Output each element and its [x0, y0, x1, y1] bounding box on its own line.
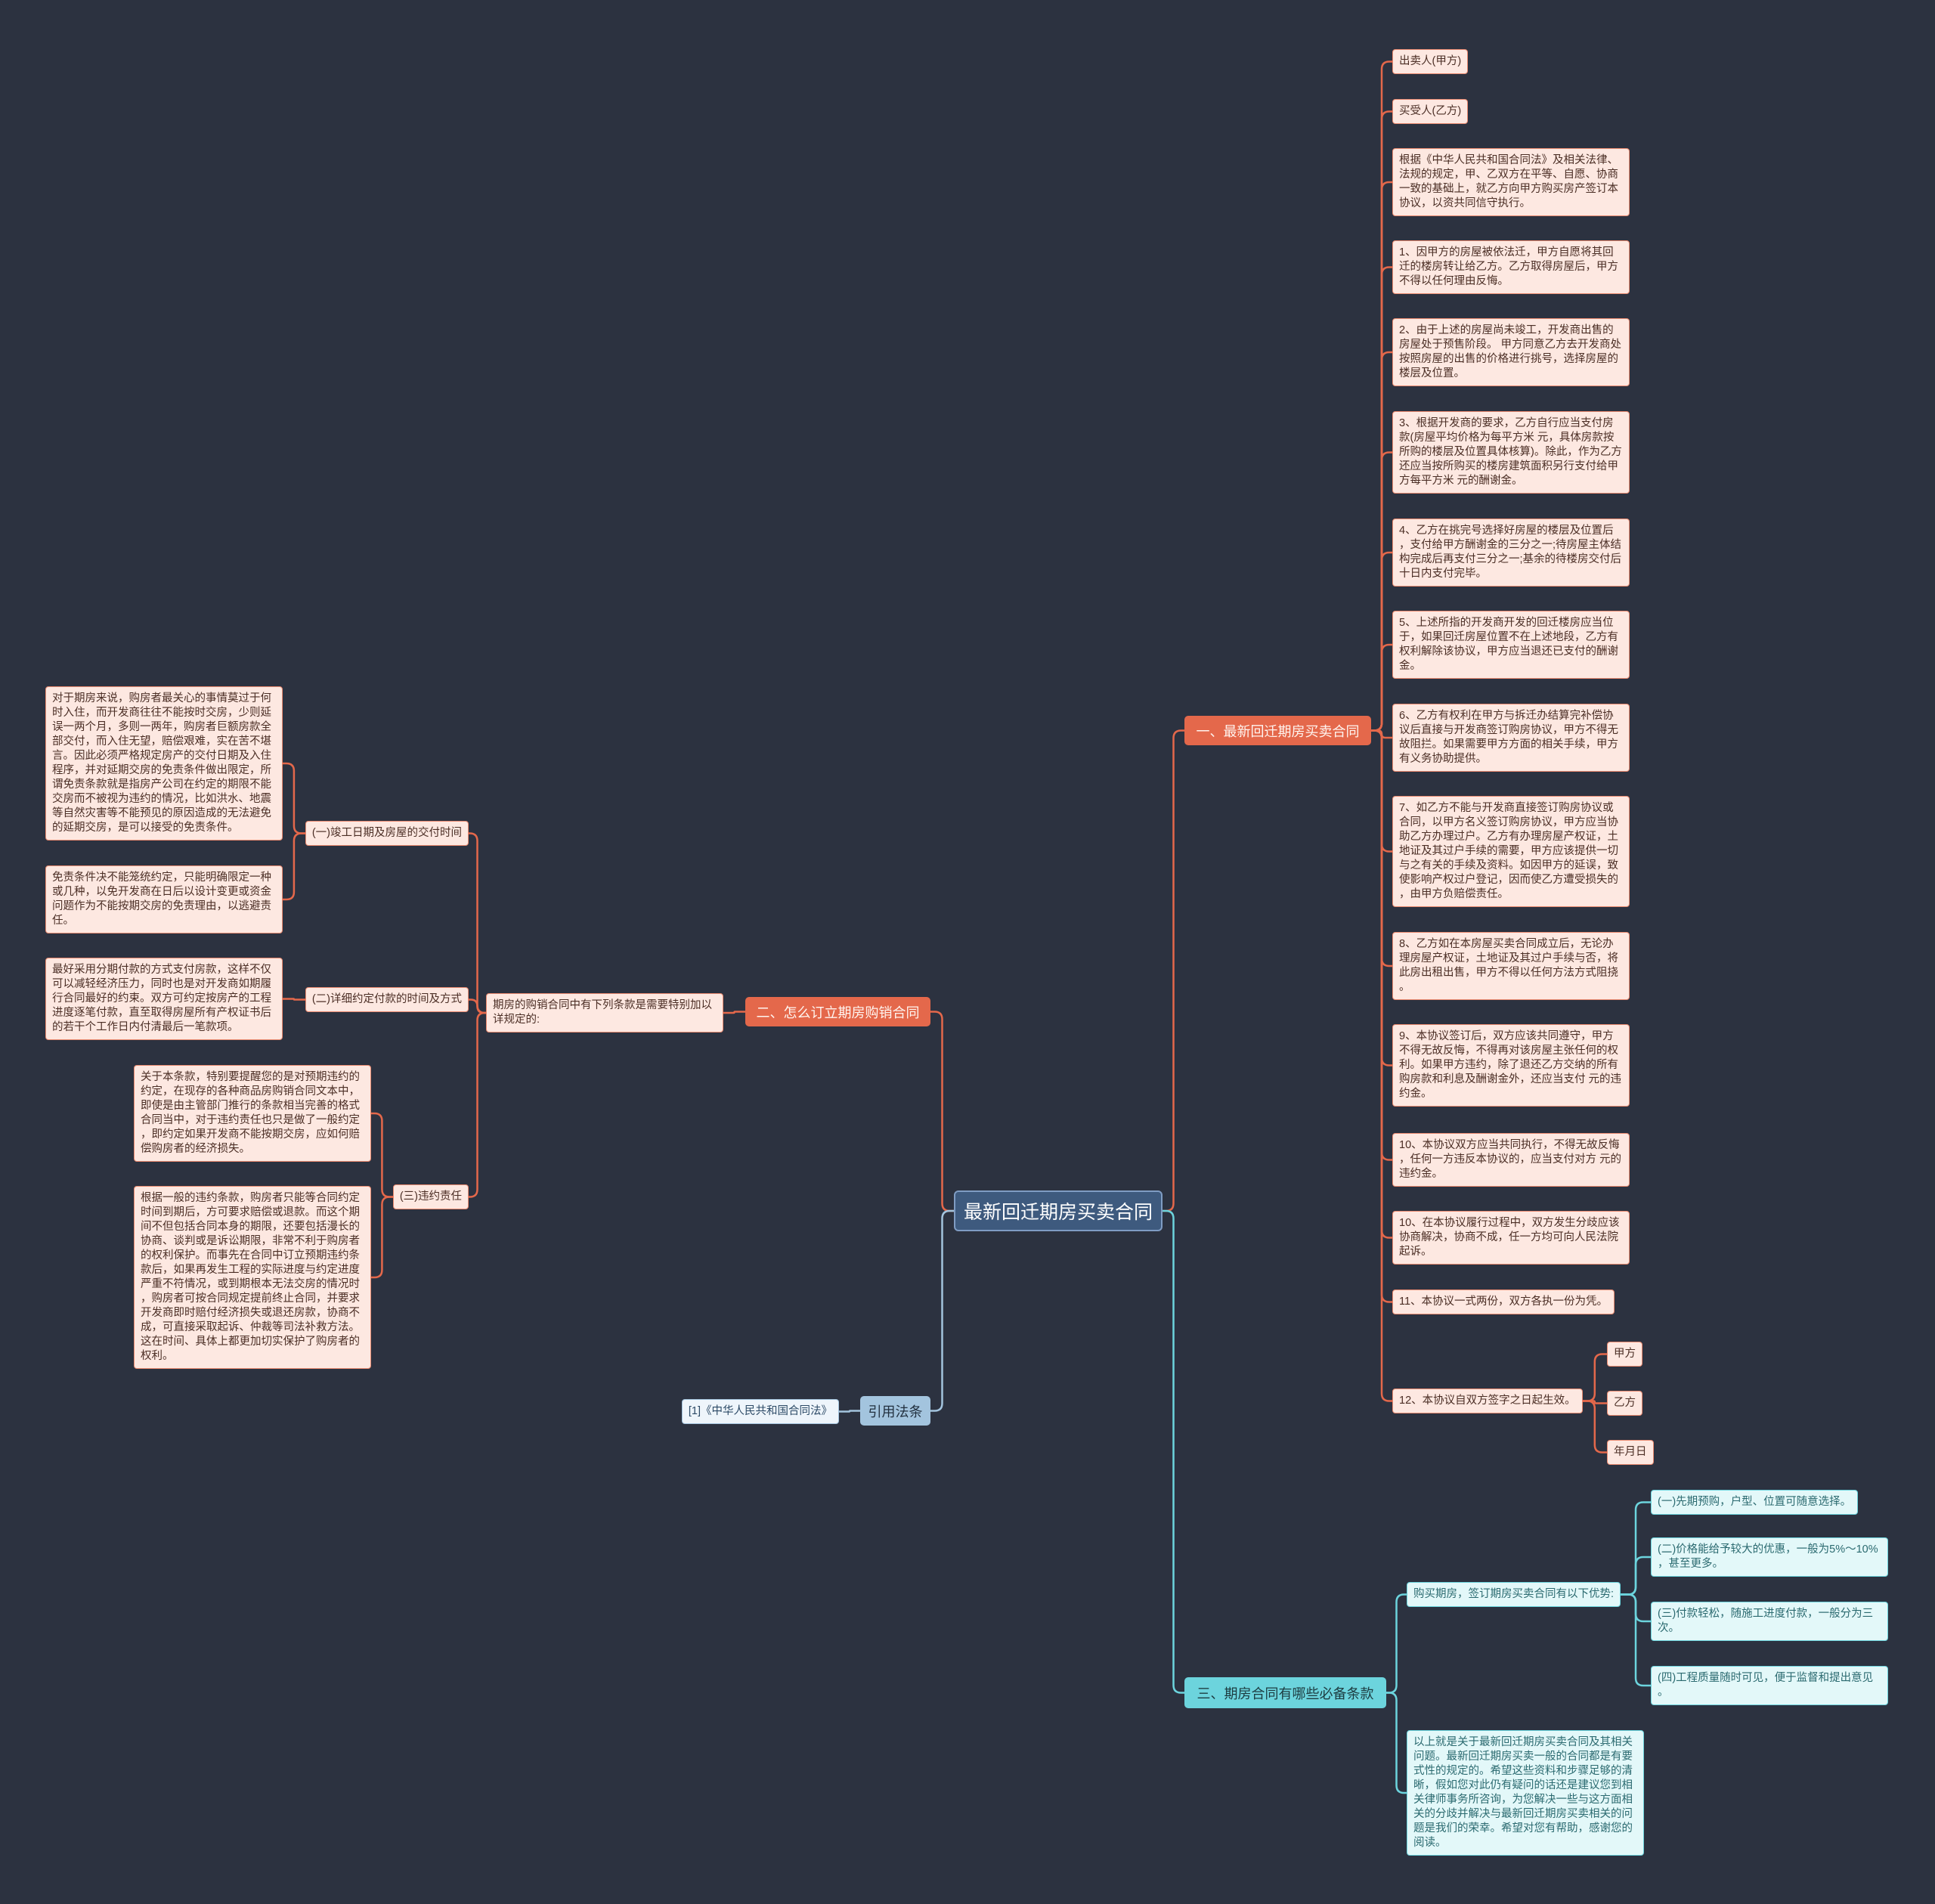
clause-4-node: 4、乙方在挑完号选择好房屋的楼层及位置后，支付给甲方酬谢金的三分之一;待房屋主体…: [1392, 519, 1630, 587]
clause-12-node: 12、本协议自双方签字之日起生效。: [1392, 1389, 1583, 1413]
advantage-2-node: (二)价格能给予较大的优惠，一般为5%～10%，甚至更多。: [1651, 1537, 1888, 1577]
connector-line: [281, 762, 307, 834]
preamble-node: 根据《中华人民共和国合同法》及相关法律、法规的规定，甲、乙双方在平等、自愿、协商…: [1392, 148, 1630, 216]
connector-line: [1619, 1593, 1652, 1687]
advantage-3-node: (三)付款轻松，随施工进度付款，一般分为三次。: [1651, 1602, 1888, 1641]
payment-terms-node: (二)详细约定付款的时间及方式: [305, 987, 469, 1012]
buyer-node: 买受人(乙方): [1392, 99, 1469, 124]
connector-line: [1385, 1692, 1408, 1794]
delivery-date-node: (一)竣工日期及房屋的交付时间: [305, 821, 469, 846]
connector-line: [1370, 729, 1394, 1402]
clause-3-node: 3、根据开发商的要求，乙方自行应当支付房款(房屋平均价格为每平方米 元，具体房款…: [1392, 411, 1630, 494]
signature-party-b-node: 乙方: [1607, 1391, 1642, 1416]
clause-1-node: 1、因甲方的房屋被依法迁，甲方自愿将其回迁的楼房转让给乙方。乙方取得房屋后，甲方…: [1392, 240, 1630, 294]
branch-topic-contract: 一、最新回迁期房买卖合同: [1184, 716, 1371, 745]
branch-topic-how-to-sign: 二、怎么订立期房购销合同: [745, 997, 930, 1026]
connector-line: [281, 832, 307, 901]
branch-topic-citation: 引用法条: [860, 1396, 930, 1426]
clause-9-node: 9、本协议签订后，双方应该共同遵守，甲方不得无故反悔，不得再对该房屋主张任何的权…: [1392, 1024, 1630, 1107]
clause-8-node: 8、乙方如在本房屋买卖合同成立后，无论办理房屋产权证，土地证及其过户手续与否，将…: [1392, 932, 1630, 1000]
clause-10b-node: 10、在本协议履行过程中，双方发生分歧应该协商解决，协商不成，任一方均可向人民法…: [1392, 1211, 1630, 1265]
connector-line: [1385, 1593, 1408, 1694]
root-topic: 最新回迁期房买卖合同: [954, 1190, 1163, 1231]
clause-2-node: 2、由于上述的房屋尚未竣工，开发商出售的房屋处于预售阶段。 甲方同意乙方去开发商…: [1392, 318, 1630, 386]
clause-6-node: 6、乙方有权利在甲方与拆迁办结算完补偿协议后直接与开发商签订购房协议，甲方不得无…: [1392, 704, 1630, 772]
connector-line: [929, 1011, 955, 1212]
breach-liability-node: (三)违约责任: [392, 1184, 469, 1209]
key-terms-intro-node: 期房的购销合同中有下列条款是需要特别加以详规定的:: [486, 993, 723, 1032]
seller-node: 出卖人(甲方): [1392, 49, 1469, 74]
connector-line: [1581, 1400, 1608, 1454]
connector-line: [1581, 1353, 1608, 1402]
connector-line: [467, 832, 488, 1014]
clause-11-node: 11、本协议一式两份，双方各执一份为凭。: [1392, 1289, 1615, 1314]
signature-party-a-node: 甲方: [1607, 1342, 1642, 1367]
advantage-1-node: (一)先期预购，户型、位置可随意选择。: [1651, 1490, 1859, 1515]
breach-liability-detail-2-node: 根据一般的违约条款，购房者只能等合同约定时间到期后，方可要求赔偿或退款。而这个期…: [134, 1186, 371, 1369]
delivery-date-detail-node: 对于期房来说，购房者最关心的事情莫过于何时入住，而开发商往往不能按时交房，少则延…: [45, 686, 283, 841]
breach-liability-detail-1-node: 关于本条款，特别要提醒您的是对预期违约的约定，在现存的各种商品房购销合同文本中，…: [134, 1065, 371, 1162]
connector-line: [1619, 1556, 1652, 1596]
branch-topic-required-terms: 三、期房合同有哪些必备条款: [1184, 1677, 1386, 1708]
summary-node: 以上就是关于最新回迁期房买卖合同及其相关问题。最新回迁期房买卖一般的合同都是有要…: [1407, 1730, 1644, 1856]
clause-5-node: 5、上述所指的开发商开发的回迁楼房应当位于，如果回迁房屋位置不在上述地段，乙方有…: [1392, 611, 1630, 679]
clause-10a-node: 10、本协议双方应当共同执行，不得无故反悔，任何一方违反本协议的，应当支付对方 …: [1392, 1133, 1630, 1187]
clause-7-node: 7、如乙方不能与开发商直接签订购房协议或合同，以甲方名义签订购房协议，甲方应当协…: [1392, 796, 1630, 907]
connector-line: [1161, 1209, 1186, 1694]
citation-law-node: [1]《中华人民共和国合同法》: [681, 1399, 839, 1424]
connector-line: [467, 1011, 488, 1198]
connector-line: [281, 998, 307, 1001]
connector-line: [370, 1112, 395, 1198]
connector-line: [929, 1209, 955, 1412]
connector-line: [1370, 643, 1394, 732]
payment-terms-detail-node: 最好采用分期付款的方式支付房款，这样不仅可以减轻经济压力，同时也是对开发商如期履…: [45, 958, 283, 1040]
advantages-intro-node: 购买期房，签订期房买卖合同有以下优势:: [1407, 1582, 1621, 1607]
exemption-detail-node: 免责条件决不能笼统约定，只能明确限定一种或几种，以免开发商在日后以设计变更或资金…: [45, 865, 283, 933]
advantage-4-node: (四)工程质量随时可见，便于监督和提出意见。: [1651, 1666, 1888, 1705]
signature-date-node: 年月日: [1607, 1440, 1654, 1465]
connector-line: [370, 1196, 395, 1279]
connector-line: [1161, 729, 1186, 1212]
connector-line: [837, 1410, 862, 1413]
connector-line: [722, 1011, 747, 1014]
connector-line: [1581, 1400, 1608, 1404]
